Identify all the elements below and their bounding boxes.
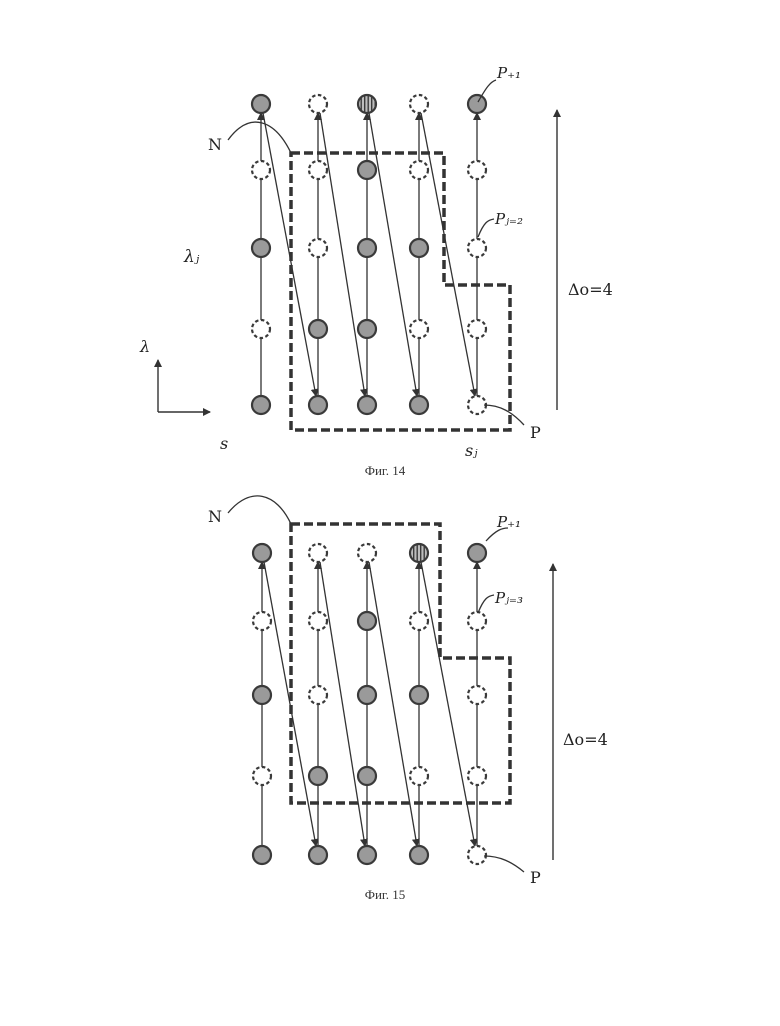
label-delta-o: Δo=4	[563, 730, 608, 749]
column-lines	[262, 562, 477, 855]
label-s-j: sⱼ	[465, 441, 478, 460]
node-filled	[358, 767, 376, 785]
node-filled	[410, 239, 428, 257]
node-empty	[468, 686, 486, 704]
label-p-next: P₊₁	[496, 64, 521, 82]
node-highlighted	[410, 544, 428, 562]
node-filled	[358, 161, 376, 179]
diagonal-arrow	[421, 113, 475, 396]
label-pj: Pⱼ₌₃	[494, 589, 523, 607]
node-filled	[410, 396, 428, 414]
p-leader-line	[484, 856, 524, 872]
node-filled	[410, 846, 428, 864]
n-leader-line	[228, 496, 291, 524]
node-empty	[410, 767, 428, 785]
label-n: N	[208, 507, 222, 526]
node-filled	[253, 544, 271, 562]
node-filled	[253, 686, 271, 704]
node-empty	[309, 686, 327, 704]
node-filled	[358, 239, 376, 257]
node-empty	[252, 161, 270, 179]
node-empty	[309, 239, 327, 257]
node-empty	[253, 612, 271, 630]
label-lambda: λ	[139, 337, 150, 356]
node-filled	[358, 846, 376, 864]
figure-14: N P₊₁ Pⱼ₌₂ λⱼ λ s sⱼ P Δo=4 Фиг. 14	[139, 64, 613, 478]
diagonal-arrow	[320, 113, 365, 396]
node-filled	[309, 396, 327, 414]
node-empty	[468, 767, 486, 785]
node-filled	[358, 612, 376, 630]
node-empty	[468, 320, 486, 338]
p-leader-line	[484, 405, 524, 425]
pj-leader-line	[478, 219, 494, 237]
label-delta-o: Δo=4	[568, 280, 613, 299]
node-grid	[253, 544, 486, 864]
n-leader-line	[228, 122, 291, 153]
node-empty	[410, 320, 428, 338]
node-empty	[309, 544, 327, 562]
diagonal-arrow	[369, 113, 417, 396]
label-s: s	[220, 434, 228, 453]
node-filled	[309, 320, 327, 338]
node-empty	[468, 612, 486, 630]
caption-figure-15: Фиг. 15	[365, 887, 406, 902]
node-empty	[468, 396, 486, 414]
caption-figure-14: Фиг. 14	[365, 463, 406, 478]
node-empty	[253, 767, 271, 785]
node-filled	[358, 686, 376, 704]
node-empty	[309, 161, 327, 179]
label-p: P	[530, 868, 541, 887]
pj-leader-line	[478, 595, 494, 613]
node-highlighted	[358, 95, 376, 113]
label-n: N	[208, 135, 222, 154]
node-filled	[410, 686, 428, 704]
node-grid	[252, 95, 486, 414]
label-lambda-j: λⱼ	[183, 247, 200, 267]
node-filled	[309, 767, 327, 785]
node-filled	[309, 846, 327, 864]
label-pj: Pⱼ₌₂	[494, 210, 523, 228]
node-empty	[410, 612, 428, 630]
node-filled	[468, 544, 486, 562]
node-empty	[410, 95, 428, 113]
node-empty	[468, 239, 486, 257]
figure-15: N P₊₁ Pⱼ₌₃ P Δo=4 Фиг. 15	[208, 496, 608, 902]
label-p: P	[530, 423, 541, 442]
label-p-next: P₊₁	[496, 513, 521, 531]
node-empty	[309, 612, 327, 630]
node-filled	[252, 239, 270, 257]
node-filled	[468, 95, 486, 113]
node-empty	[468, 846, 486, 864]
node-filled	[253, 846, 271, 864]
node-filled	[252, 95, 270, 113]
node-empty	[468, 161, 486, 179]
node-filled	[358, 320, 376, 338]
node-empty	[252, 320, 270, 338]
node-filled	[252, 396, 270, 414]
node-empty	[309, 95, 327, 113]
node-filled	[358, 396, 376, 414]
node-empty	[410, 161, 428, 179]
node-empty	[358, 544, 376, 562]
